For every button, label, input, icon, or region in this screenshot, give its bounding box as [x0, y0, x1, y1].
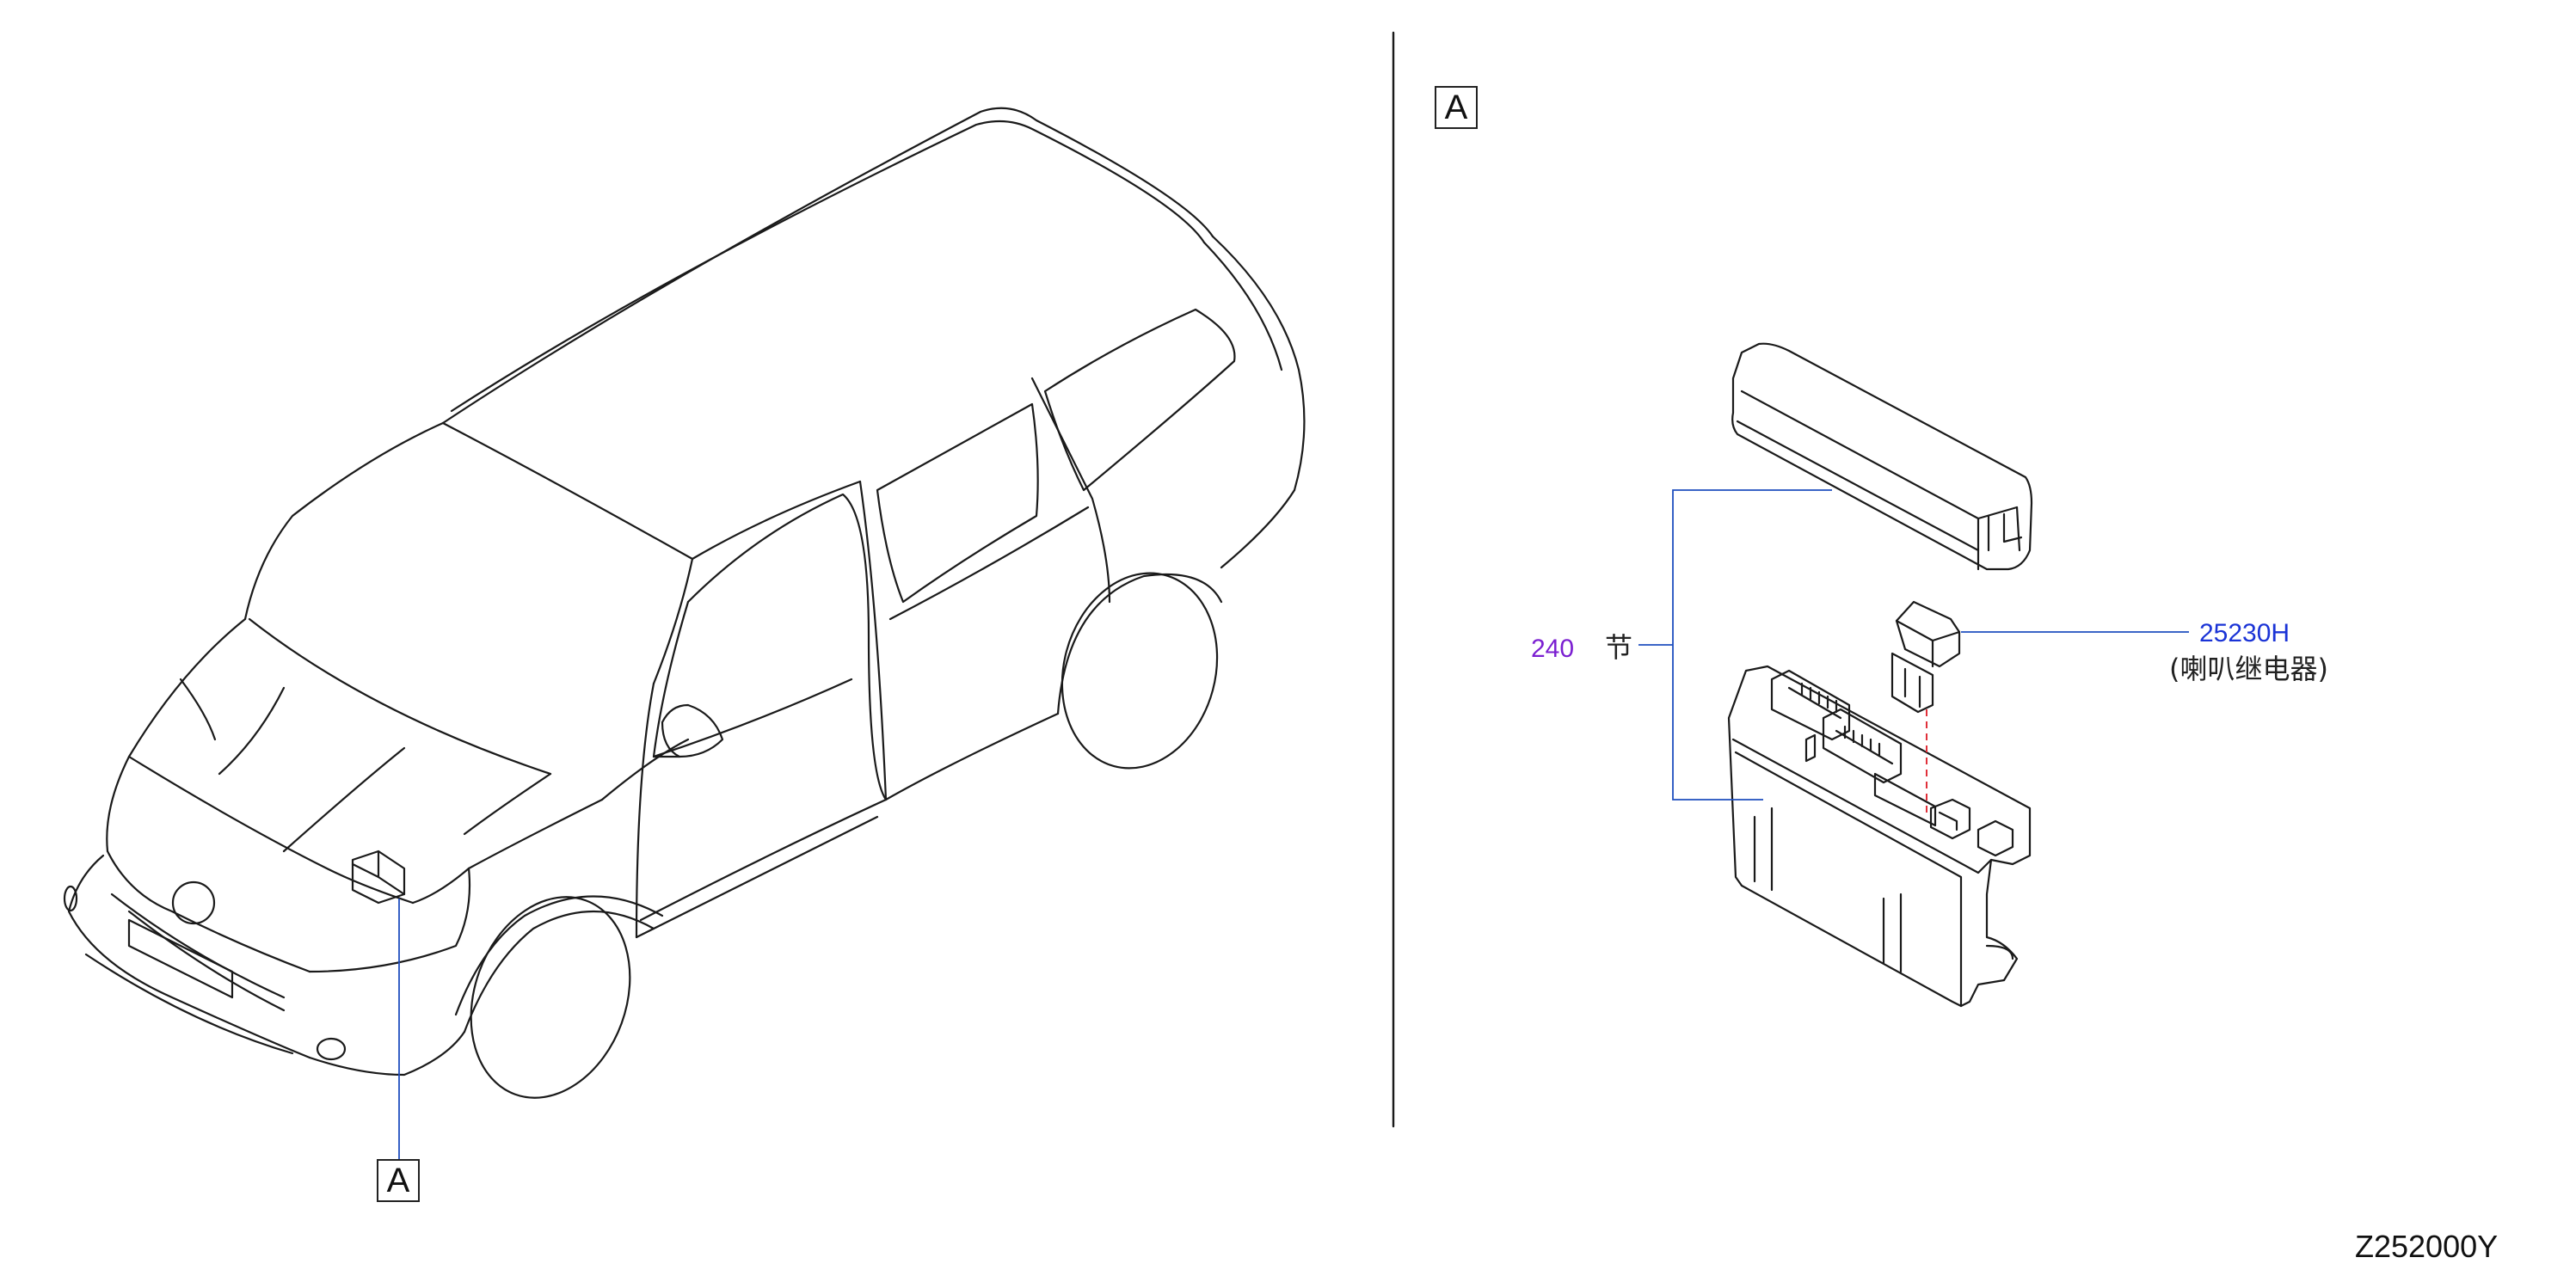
vehicle-outline — [63, 107, 1306, 1099]
view-label-left: A — [377, 1159, 420, 1202]
callout-number-25230h[interactable]: 25230H — [2199, 619, 2290, 647]
callout-name-240: 节 — [1605, 631, 1633, 664]
drawing-code: Z252000Y — [2355, 1229, 2499, 1264]
callout-name-horn-relay: (喇叭继电器) — [2169, 653, 2328, 685]
fuse-box-body — [1727, 665, 2032, 1008]
horn-relay — [1891, 600, 1961, 714]
fuse-box-cover — [1731, 342, 2033, 571]
callout-number-240[interactable]: 240 — [1531, 635, 1575, 663]
view-label-right: A — [1435, 86, 1478, 129]
leader-lines — [398, 489, 2189, 1165]
